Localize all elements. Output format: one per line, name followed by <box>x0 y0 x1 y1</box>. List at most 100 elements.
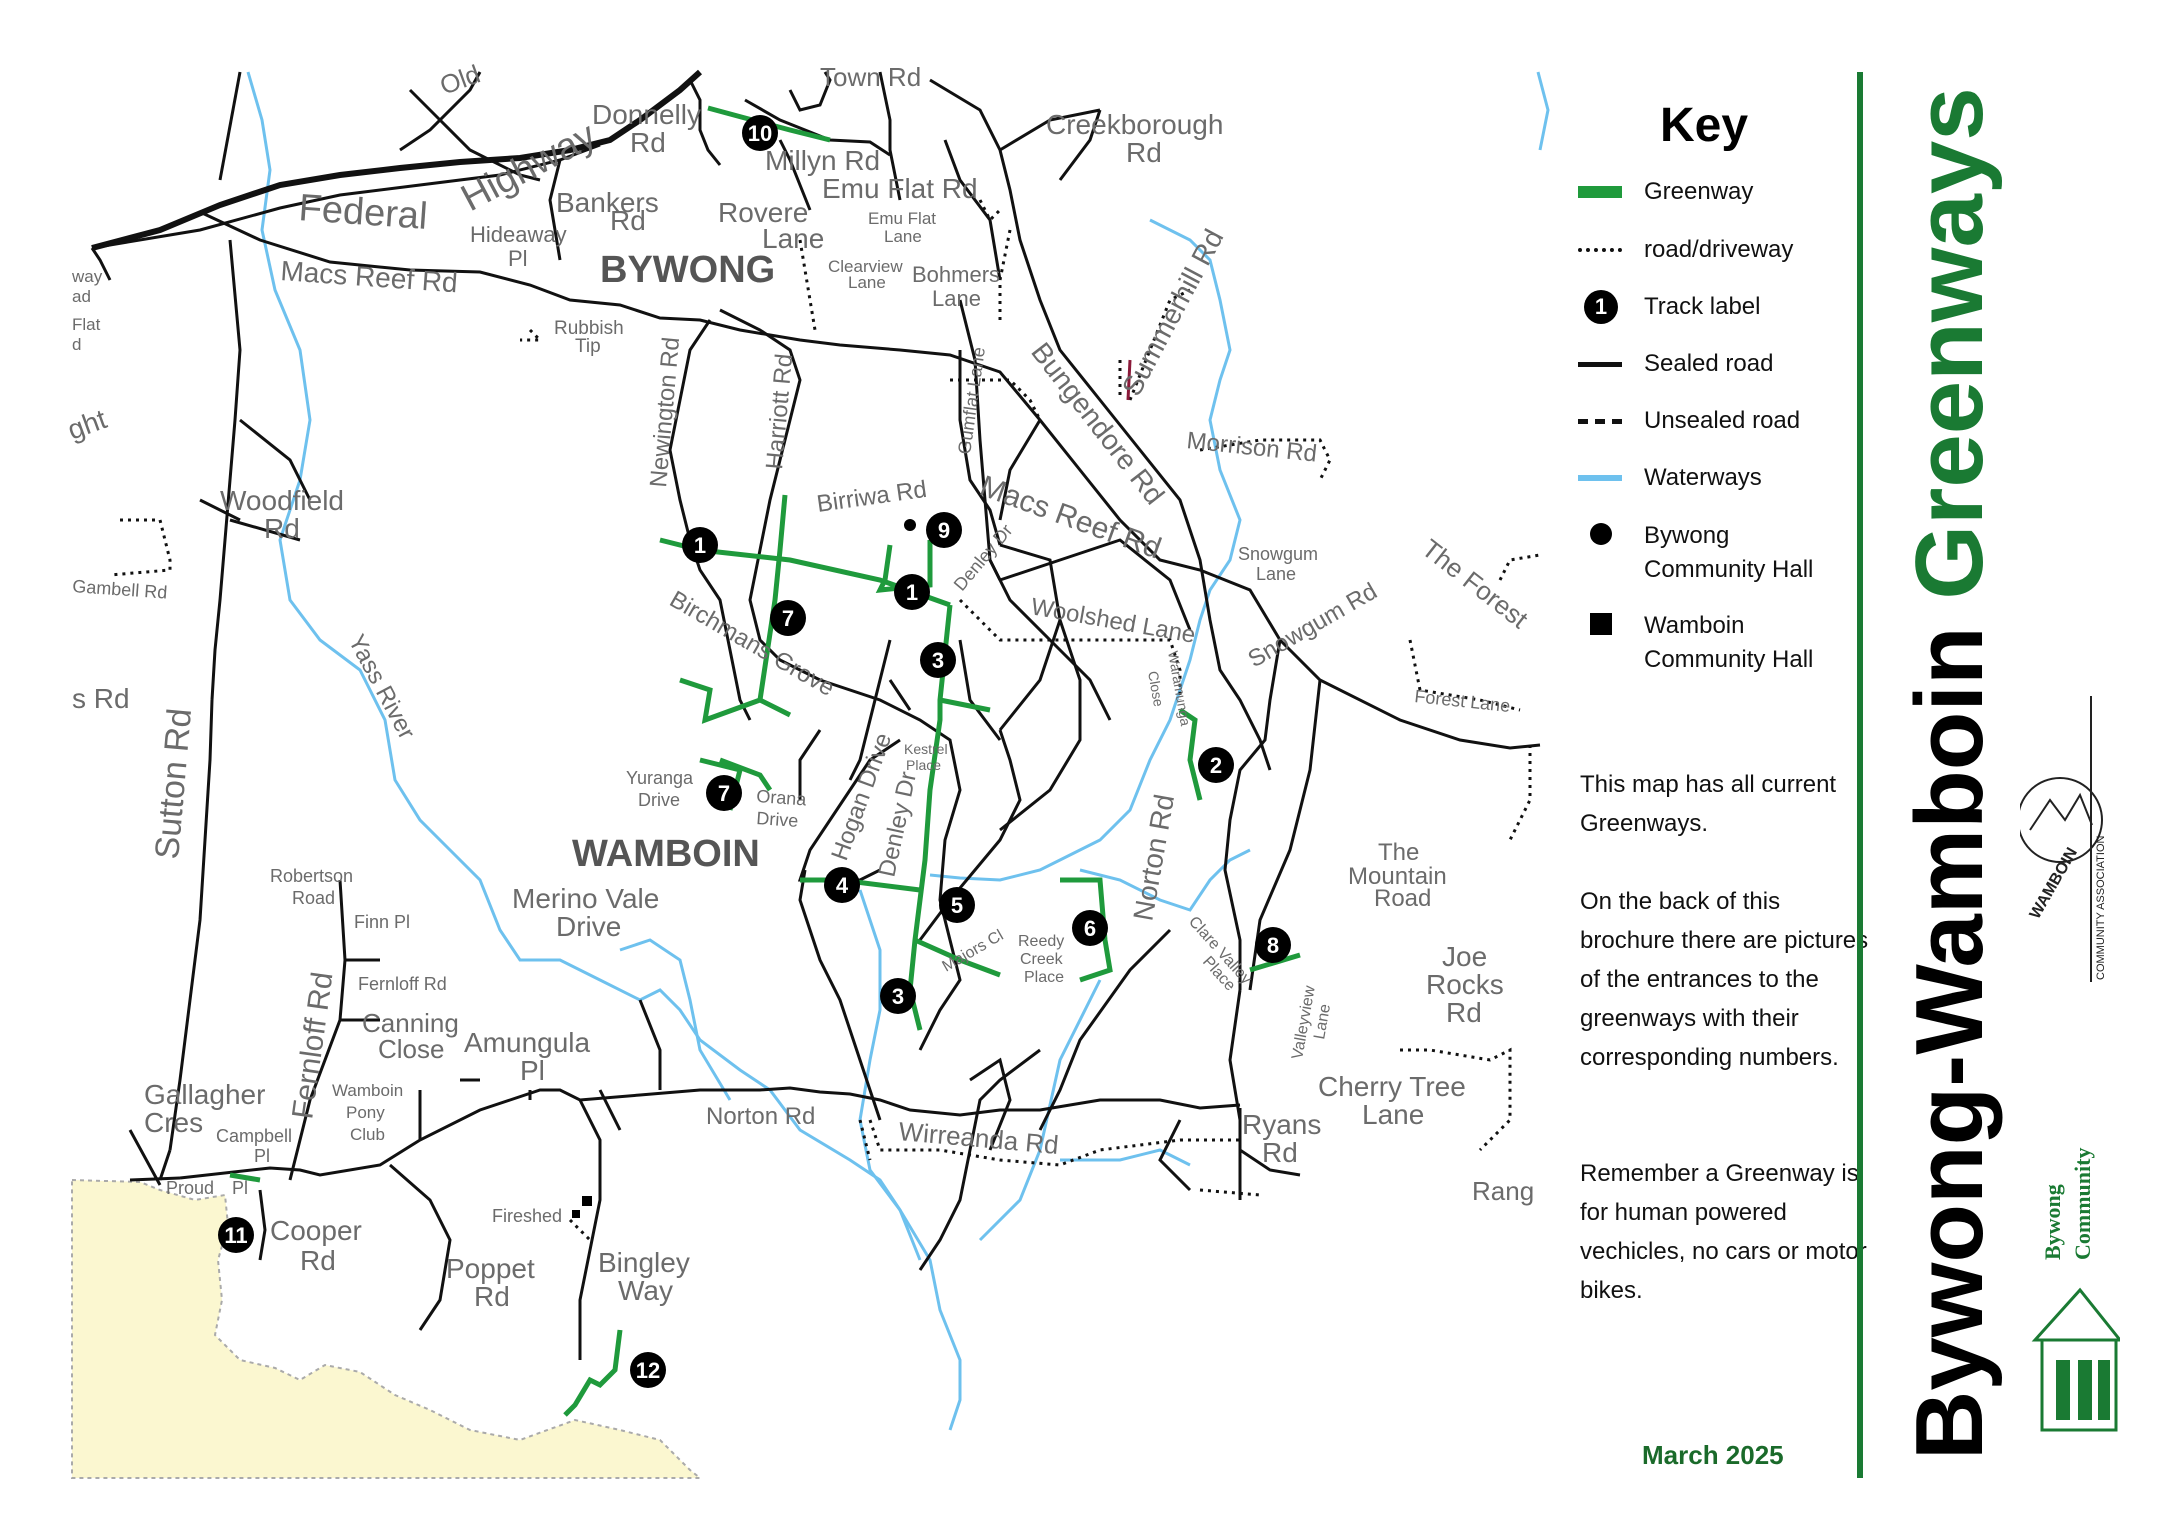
label-waramunga-2: Close <box>1145 670 1167 708</box>
label-birriwa: Birriwa Rd <box>815 476 928 518</box>
label-millyn: Millyn Rd <box>765 145 880 176</box>
label-harriott: Harriott Rd <box>761 353 798 471</box>
label-rovere-2: Lane <box>762 223 824 254</box>
label-ryans-2: Rd <box>1262 1137 1298 1168</box>
fireshed-marker <box>572 1210 580 1218</box>
dotted-line-swatch <box>1578 248 1622 252</box>
svg-text:3: 3 <box>892 984 904 1009</box>
label-old: Old <box>436 59 484 101</box>
label-reedy-2: Creek <box>1020 951 1064 968</box>
label-joe-rocks-2: Rocks <box>1426 969 1504 1000</box>
track-7-a: 7 <box>770 600 806 636</box>
label-d: d <box>72 335 81 354</box>
key-item-road-driveway: road/driveway <box>1578 230 1793 270</box>
title-part2: Greenways <box>1896 87 2003 600</box>
label-forest-lane: Forest Lane <box>1414 686 1512 716</box>
svg-text:COMMUNITY ASSOCIATION: COMMUNITY ASSOCIATION <box>2095 836 2107 980</box>
track-10: 10 <box>742 115 778 151</box>
label-denley-dr-s: Denley Dr <box>873 769 922 879</box>
svg-text:10: 10 <box>748 121 772 146</box>
label-snowgum-rd: Snowgum Rd <box>1244 578 1382 673</box>
label-wamboin-pony-3: Club <box>350 1125 385 1144</box>
waterways <box>246 71 1550 1431</box>
sealed-roads <box>90 69 1541 1360</box>
label-bankers-1: Bankers <box>556 187 659 218</box>
label-rubbish-tip-1: Rubbish <box>554 318 624 339</box>
label-gallagher-2: Cres <box>144 1107 203 1138</box>
label-ryans-1: Ryans <box>1242 1109 1321 1140</box>
label-robertson-2: Road <box>292 888 335 908</box>
label-s-rd: s Rd <box>72 683 130 714</box>
label-the-mountain-3: Road <box>1374 885 1431 912</box>
label-cherry-tree-1: Cherry Tree <box>1318 1071 1466 1102</box>
label-robertson-1: Robertson <box>270 866 353 886</box>
track-3-b: 3 <box>880 978 916 1014</box>
label-snowgum-lane-1: Snowgum <box>1238 544 1318 564</box>
track-4: 4 <box>824 867 860 903</box>
track-labels: 10 1 9 1 7 3 2 7 4 5 6 8 3 11 12 <box>218 115 1291 1388</box>
label-norton-rd-s: Norton Rd <box>706 1103 815 1130</box>
place-bywong: BYWONG <box>600 249 775 291</box>
svg-text:11: 11 <box>224 1223 247 1248</box>
track-badge-sample: 1 <box>1584 290 1618 324</box>
label-yuranga-2: Drive <box>638 790 680 810</box>
label-bohmers-1: Bohmers <box>912 262 1000 287</box>
svg-text:8: 8 <box>1267 933 1279 958</box>
label-fireshed: Fireshed <box>492 1206 562 1226</box>
note-human-powered: Remember a Greenway is for human powered… <box>1580 1160 1867 1304</box>
track-7-b: 7 <box>706 775 742 811</box>
label-newington: Newington Rd <box>645 336 685 489</box>
label-rang: Rang <box>1472 1176 1534 1206</box>
svg-text:9: 9 <box>938 518 950 543</box>
label-snowgum-lane-2: Lane <box>1256 564 1296 584</box>
publication-date: March 2025 <box>1642 1440 1784 1470</box>
note-current-greenways: This map has all current Greenways. <box>1580 771 1837 837</box>
label-joe-rocks-3: Rd <box>1446 997 1482 1028</box>
label-woodfield-1: Woodfield <box>220 485 344 516</box>
label-cooper-2: Rd <box>300 1245 336 1276</box>
label-bohmers-2: Lane <box>932 286 981 311</box>
svg-text:12: 12 <box>636 1358 660 1383</box>
label-creekborough-2: Rd <box>1126 137 1162 168</box>
label-canning-1: Canning <box>362 1008 459 1038</box>
label-campbell-2: Pl <box>254 1146 270 1166</box>
key-heading: Key <box>1660 99 1749 152</box>
label-joe-rocks-1: Joe <box>1442 941 1487 972</box>
label-orana-1: Orana <box>756 786 808 810</box>
label-yuranga-1: Yuranga <box>626 768 694 788</box>
label-morrison: Morrison Rd <box>1185 427 1318 468</box>
label-reedy-3: Place <box>1024 969 1064 986</box>
svg-text:1: 1 <box>906 580 918 605</box>
svg-text:7: 7 <box>782 606 794 631</box>
dotted-roads <box>109 199 1541 1242</box>
title-part1: Bywong-Wamboin <box>1896 626 2003 1460</box>
label-proud-pl: Pl <box>232 1178 248 1198</box>
label-amungula-1: Amungula <box>464 1027 591 1058</box>
label-way: way <box>71 267 103 286</box>
bywong-hall-dot <box>1590 523 1612 545</box>
svg-text:6: 6 <box>1084 916 1096 941</box>
place-wamboin: WAMBOIN <box>572 833 760 875</box>
label-yass-river: Yass River <box>343 630 420 744</box>
svg-text:Community: Community <box>2070 1148 2095 1260</box>
track-2: 2 <box>1198 747 1234 783</box>
svg-text:5: 5 <box>951 893 963 918</box>
track-6: 6 <box>1072 910 1108 946</box>
track-1-b: 1 <box>894 574 930 610</box>
sealed-road-swatch <box>1578 361 1622 367</box>
greenway-swatch <box>1578 186 1622 198</box>
label-poppet-2: Rd <box>474 1281 510 1312</box>
label-clearview-2: Lane <box>848 273 886 292</box>
label-woodfield-2: Rd <box>264 513 300 544</box>
label-wamboin-pony-2: Pony <box>346 1103 385 1122</box>
track-1-a: 1 <box>682 527 718 563</box>
svg-text:Bywong: Bywong <box>2040 1184 2065 1260</box>
svg-text:7: 7 <box>718 781 730 806</box>
label-orana-2: Drive <box>756 808 799 831</box>
bywong-community-logo: Bywong Community <box>2020 1120 2124 1440</box>
label-the-forest: The Forest <box>1416 533 1534 635</box>
wamboin-association-logo: COMMUNITY ASSOCIATION WAMBOIN <box>2017 690 2120 990</box>
label-hideaway-1: Hideaway <box>470 222 567 247</box>
